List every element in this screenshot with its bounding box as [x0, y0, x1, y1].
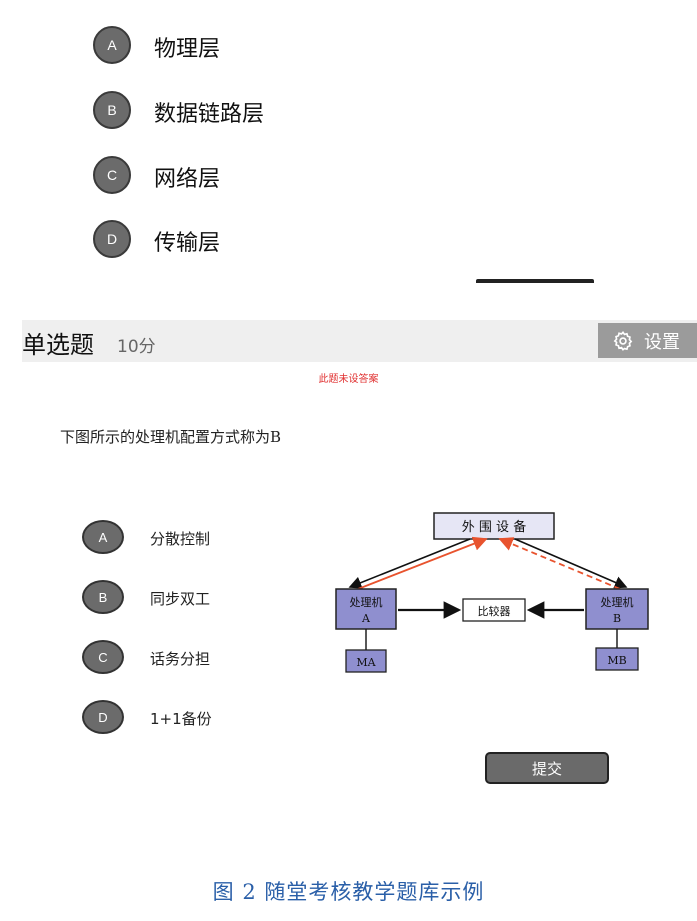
- option-d-radio[interactable]: D: [82, 700, 124, 734]
- memory-a-box: [345, 649, 387, 673]
- option-b-text: 同步双工: [150, 590, 211, 608]
- memory-b-box: [595, 647, 639, 671]
- arrow-b-to-peripheral-dashed: [498, 537, 621, 590]
- option-b-circle[interactable]: B: [93, 91, 131, 129]
- option-b-label: 数据链路层: [154, 102, 265, 127]
- memory-b-label: MB: [607, 654, 626, 667]
- submit-button-fragment: [476, 279, 594, 283]
- option-a-label: 物理层: [154, 37, 221, 62]
- question-text: 下图所示的处理机配置方式称为B: [60, 428, 282, 446]
- processor-b-id: B: [613, 612, 621, 625]
- peripheral-label: 外 围 设 备: [462, 519, 526, 535]
- arrow-a-to-peripheral: [357, 536, 488, 590]
- comparator-label: 比较器: [478, 604, 511, 618]
- gear-icon: [613, 330, 633, 351]
- option-b-radio[interactable]: B: [82, 580, 124, 614]
- option-c-label: 网络层: [154, 167, 221, 192]
- question-type-title: 单选题: [22, 331, 94, 359]
- option-c-text: 话务分担: [150, 650, 211, 668]
- processor-b-box: [585, 588, 649, 630]
- option-c-radio[interactable]: C: [82, 640, 124, 674]
- no-answer-notice: 此题未设答案: [318, 374, 379, 385]
- peripheral-box: [433, 512, 555, 540]
- processor-a-id: A: [361, 612, 371, 625]
- processor-a-label: 处理机: [350, 595, 383, 609]
- option-d-circle[interactable]: D: [93, 220, 131, 258]
- processor-config-diagram: 外 围 设 备 处理机 A 处理机 B 比较器 MA MB: [335, 512, 649, 673]
- settings-label: 设置: [644, 331, 680, 353]
- figure-caption: 图 2 随堂考核教学题库示例: [212, 880, 485, 904]
- processor-a-box: [335, 588, 397, 630]
- question-header-bar: [22, 320, 697, 362]
- memory-a-label: MA: [356, 656, 376, 669]
- settings-button[interactable]: 设置: [598, 323, 697, 358]
- option-c-circle[interactable]: C: [93, 156, 131, 194]
- processor-b-label: 处理机: [601, 595, 634, 609]
- submit-button[interactable]: 提交: [485, 752, 609, 784]
- question-score: 10分: [117, 337, 156, 357]
- option-a-text: 分散控制: [150, 530, 211, 548]
- option-a-radio[interactable]: A: [82, 520, 124, 554]
- comparator-box: [462, 598, 526, 622]
- option-d-label: 传输层: [154, 231, 221, 256]
- option-a-circle[interactable]: A: [93, 26, 131, 64]
- option-d-text: 1+1备份: [150, 710, 212, 728]
- arrow-peripheral-to-b: [514, 538, 628, 589]
- arrow-peripheral-to-a: [348, 538, 471, 589]
